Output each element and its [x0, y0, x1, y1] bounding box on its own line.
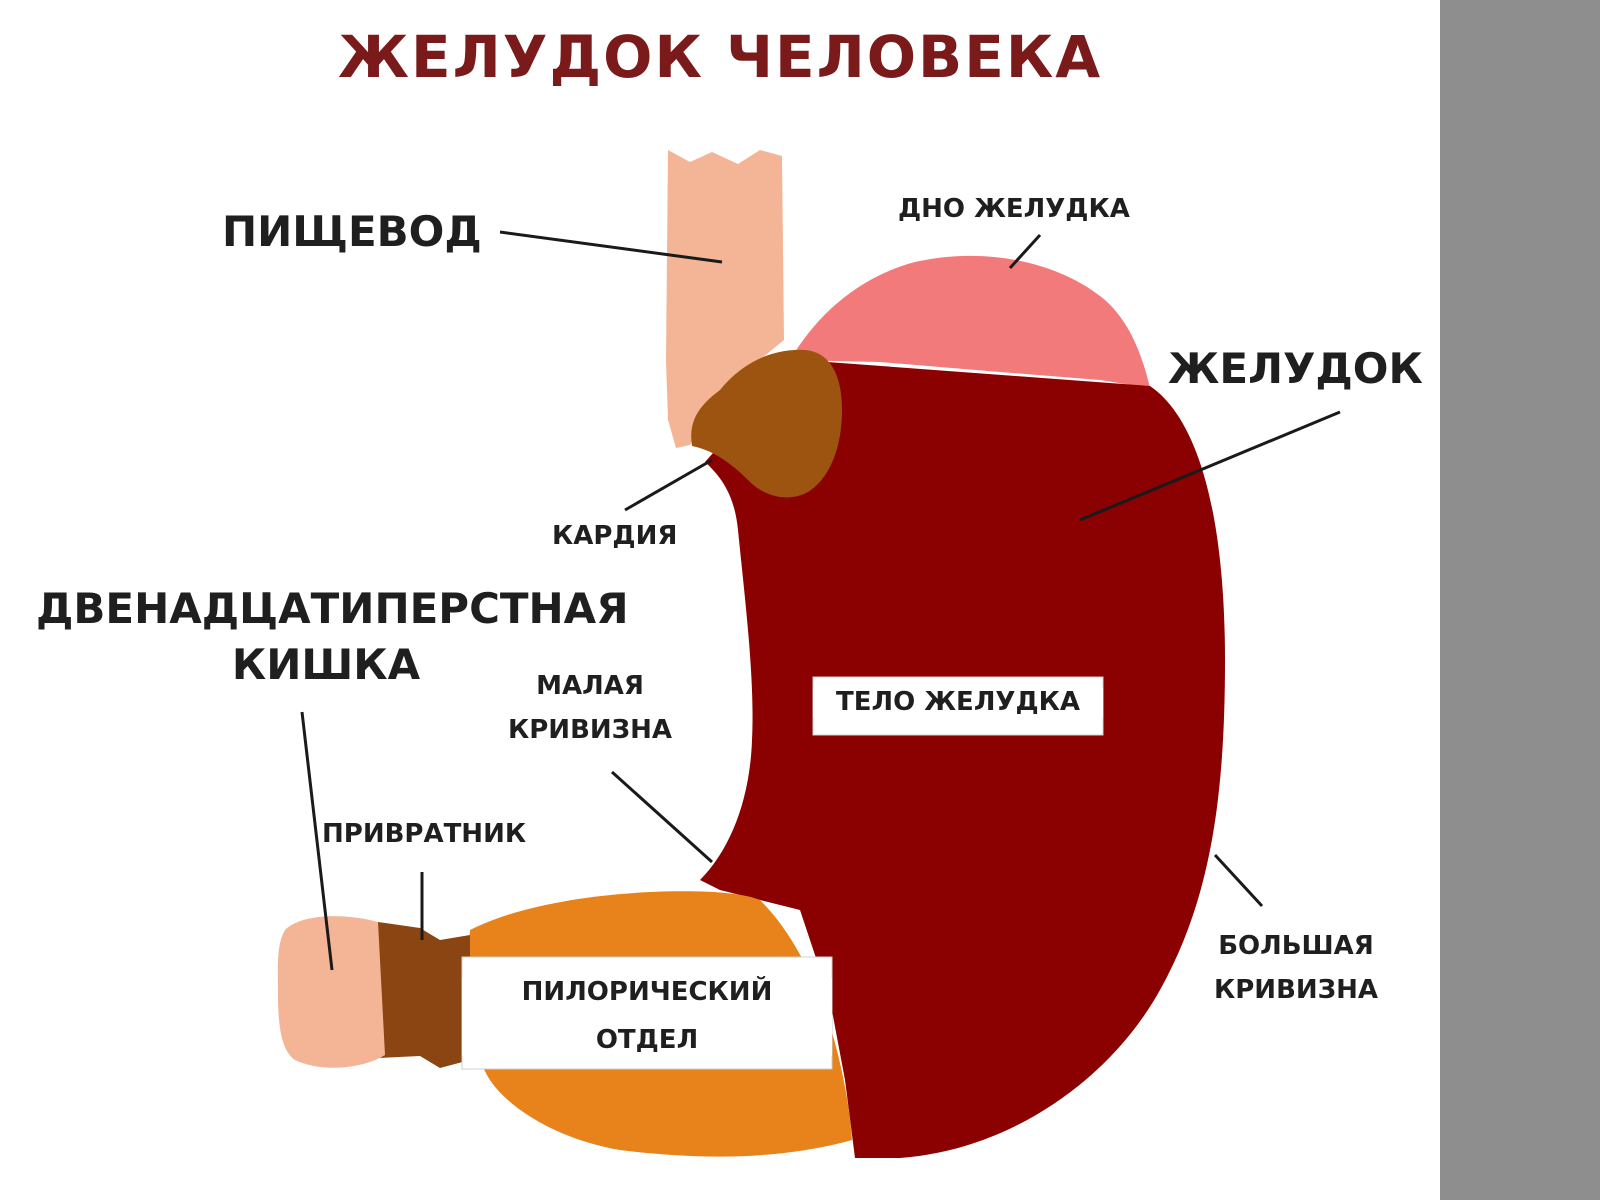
- esophagus-label: ПИЩЕВОД: [222, 207, 482, 256]
- greater-curvature-leader: [1213, 853, 1264, 908]
- pyloric-region-line2: ОТДЕЛ: [595, 1024, 699, 1055]
- side-panel: [1440, 0, 1600, 1200]
- stomach-leader: [1079, 410, 1341, 522]
- duodenum-leader: [300, 711, 334, 971]
- esophagus-leader: [499, 230, 723, 264]
- fundus-leader: [1008, 233, 1042, 270]
- pylorus-shape: [378, 922, 470, 1068]
- cardia-leader: [624, 458, 713, 512]
- pylorus-label: ПРИВРАТНИК: [322, 819, 527, 849]
- greater-curvature-line2: КРИВИЗНА: [1214, 974, 1378, 1005]
- fundus-label: ДНО ЖЕЛУДКА: [898, 194, 1130, 224]
- pyloric-region-line1: ПИЛОРИЧЕСКИЙ: [521, 977, 773, 1007]
- duodenum-label-line2: КИШКА: [231, 640, 421, 690]
- duodenum-label: ДВЕНАДЦАТИПЕРСТНАЯ КИШКА: [36, 584, 629, 690]
- duodenum-shape: [277, 916, 385, 1068]
- duodenum-label-line1: ДВЕНАДЦАТИПЕРСТНАЯ: [36, 584, 629, 633]
- lesser-curvature-line2: КРИВИЗНА: [508, 714, 672, 745]
- lesser-curvature-leader: [610, 770, 714, 864]
- pyloric-region-label: ПИЛОРИЧЕСКИЙ ОТДЕЛ: [462, 977, 832, 1056]
- cardia-label: КАРДИЯ: [552, 521, 678, 551]
- esophagus-shape: [666, 150, 784, 448]
- body-label: ТЕЛО ЖЕЛУДКА: [813, 687, 1103, 718]
- greater-curvature-label: БОЛЬШАЯ КРИВИЗНА: [1196, 931, 1396, 1006]
- stomach-label: ЖЕЛУДОК: [1168, 344, 1423, 393]
- fundus-shape: [790, 255, 1150, 388]
- leader-lines: [300, 230, 1341, 971]
- lesser-curvature-label: МАЛАЯ КРИВИЗНА: [500, 671, 680, 746]
- lesser-curvature-line1: МАЛАЯ: [536, 671, 644, 701]
- cardia-shape: [691, 349, 842, 498]
- greater-curvature-line1: БОЛЬШАЯ: [1218, 931, 1374, 961]
- page-title: ЖЕЛУДОК ЧЕЛОВЕКА: [338, 23, 1103, 91]
